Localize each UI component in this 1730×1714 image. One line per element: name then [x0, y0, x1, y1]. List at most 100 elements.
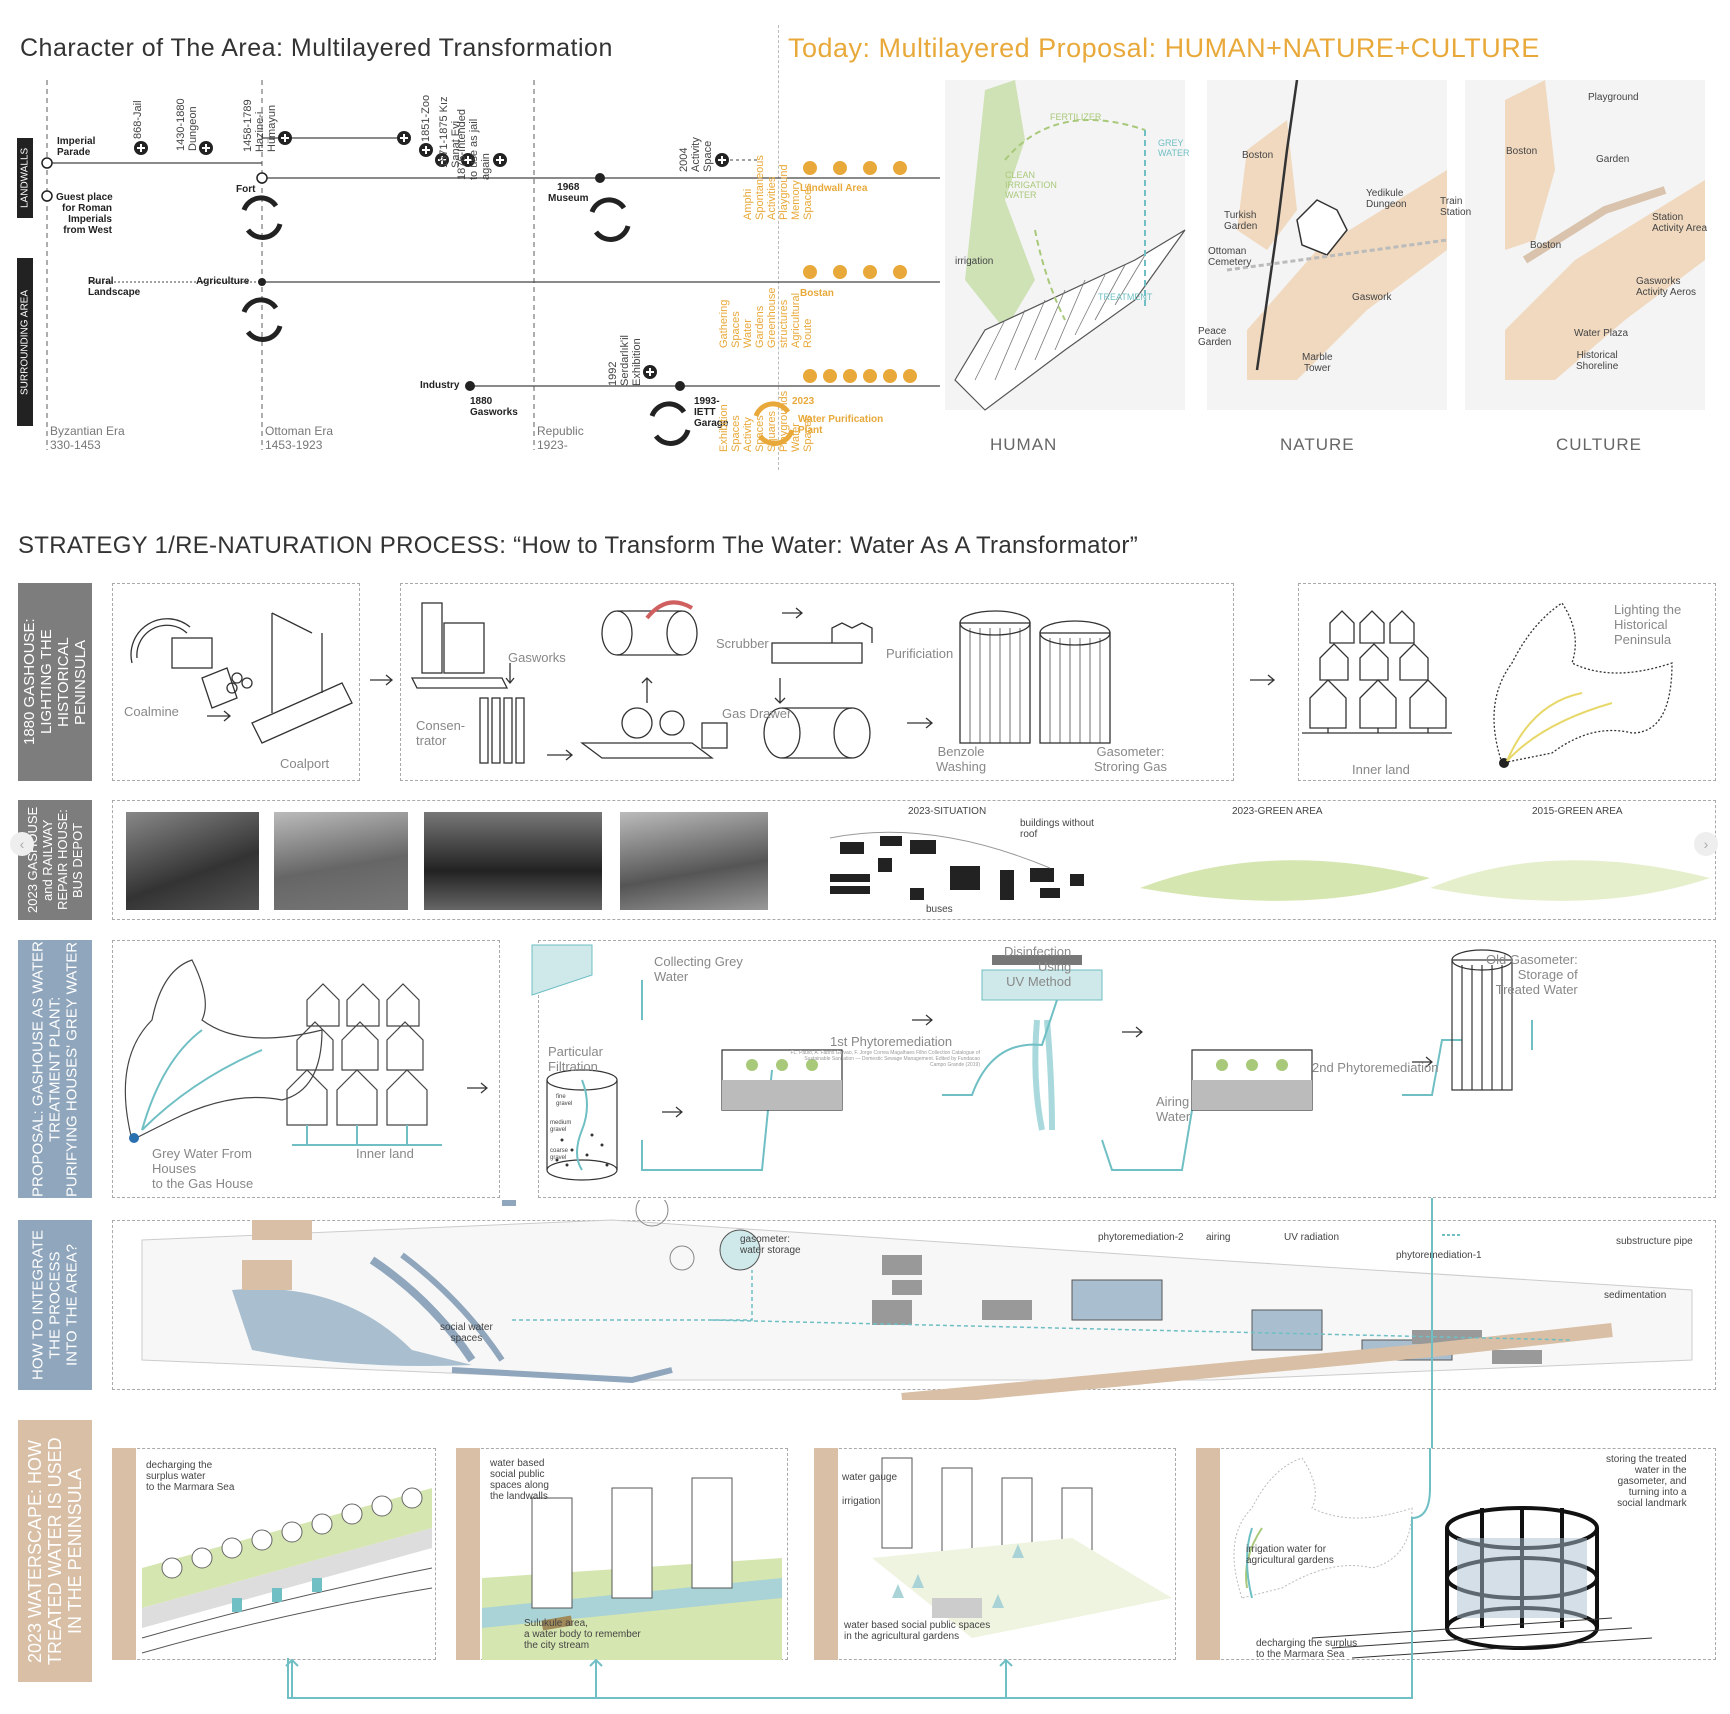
row2-plans [829, 831, 1710, 901]
culture-water-plaza: Water Plaza [1574, 328, 1629, 339]
r2-buses: buses [926, 904, 953, 915]
label-iett: 1993- IETT Garage [694, 396, 729, 429]
row4-panel [112, 1220, 1716, 1390]
label-industry: Industry [420, 380, 460, 391]
timeline-lines [41, 80, 940, 450]
human-clean-water: CLEAN IRRIGATION WATER [1005, 170, 1057, 200]
r3-credit: FL. Paulo, A. Fabris Galvao, F. Jorge Co… [790, 1050, 980, 1068]
r4-phyto-2: phytoremediation-2 [1098, 1232, 1184, 1243]
maps-svg [945, 80, 1705, 411]
row3-drawings [124, 944, 1533, 1181]
r3-old-gasometer: Old Gasometer: Storage of Treated Water [1486, 952, 1578, 997]
event-zoo: 1851-Zoo [420, 94, 432, 142]
culture-garden: Garden [1596, 154, 1630, 165]
strategy-title: STRATEGY 1/RE-NATURATION PROCESS: “How t… [18, 532, 1138, 559]
r4-gasometer: gasometer: water storage [740, 1234, 801, 1256]
event-jail: 868-Jail [132, 100, 144, 139]
row1-panel-c [1298, 583, 1716, 781]
row4-label: HOW TO INTEGRATE THE PROCESS INTO THE AR… [18, 1220, 92, 1390]
r5-storing: storing the treated water in the gasomet… [1606, 1454, 1687, 1509]
r1-benzole: Benzole Washing [936, 744, 987, 774]
culture-historical-shoreline: Historical Shoreline [1576, 350, 1619, 372]
r1-purification: Purificiation [886, 646, 954, 661]
human-grey-water: GREY WATER [1158, 138, 1190, 158]
r4-substructure: substructure pipe [1616, 1236, 1693, 1247]
r3-inner-land: Inner land [356, 1146, 414, 1161]
event-jail-again: 1876-Intended to use as jail again [456, 109, 492, 180]
carousel-next-icon[interactable]: › [1694, 832, 1718, 856]
label-imperial: Imperial Parade [57, 136, 96, 158]
row3-label: PROPOSAL: GASHOUSE AS WATER TREATMENT PL… [18, 940, 92, 1198]
event-dungeon: 1430-1880 Dungeon [175, 98, 199, 151]
row2-label: 2023 GASHOUSE and RAILWAY REPAIR HOUSE: … [18, 800, 92, 920]
proposal-landwall-label: Landwall Area [800, 183, 868, 194]
photo-1 [126, 812, 259, 910]
r5-irrigation: irrigation [842, 1496, 881, 1507]
r5-sulukule: Sulukule area, a water body to remember … [524, 1618, 641, 1651]
r3-layer-fine: fine gravel [556, 1094, 573, 1107]
nature-boston: Boston [1242, 150, 1274, 161]
r5-irrigation-water: irrigation water for agricultural garden… [1246, 1544, 1334, 1566]
photo-3 [424, 812, 602, 910]
row1-label: 1880 GASHOUSE: LIGHTING THE HISTORICAL P… [18, 583, 92, 781]
r5-decharging: decharging the surplus water to the Marm… [146, 1460, 235, 1493]
r5-agri-spaces: water based social public spaces in the … [844, 1620, 991, 1642]
row4-site-plan [141, 1200, 1693, 1400]
row1-panel-a [112, 583, 360, 781]
r2-without-roof: buildings without roof [1020, 818, 1094, 840]
human-irrigation: irrigation [955, 256, 994, 267]
label-museum: 1968 Museum [548, 182, 589, 204]
today-title: Today: Multilayered Proposal: HUMAN+NATU… [788, 33, 1540, 63]
r3-filtration: Particular Filtration [548, 1044, 603, 1074]
r5-decharging-surplus: decharging the surplus to the Marmara Se… [1256, 1638, 1358, 1660]
label-guest: Guest place for Roman Imperials from Wes… [56, 192, 113, 236]
nature-marble-tower: Marble Tower [1302, 352, 1333, 374]
map-title-human: HUMAN [990, 435, 1058, 454]
r2-green-2023: 2023-GREEN AREA [1232, 806, 1323, 817]
r3-layer-coarse: coarse gravel [550, 1148, 569, 1161]
r1-coalmine: Coalmine [124, 704, 179, 719]
character-title: Character of The Area: Multilayered Tran… [20, 34, 613, 62]
r4-airing: airing [1206, 1232, 1231, 1243]
r3-airing: Airing Water [1156, 1094, 1191, 1124]
r3-collecting: Collecting Grey Water [654, 954, 743, 984]
r5-landwalls: water based social public spaces along t… [490, 1458, 549, 1502]
nature-ottoman-cemetery: Ottoman Cemetery [1208, 246, 1252, 268]
r3-phyto-2: 2nd Phytoremediation [1312, 1060, 1439, 1075]
r4-phyto-1: phytoremediation-1 [1396, 1250, 1482, 1261]
culture-station-activity: Station Activity Area [1652, 212, 1708, 234]
carousel-prev-icon[interactable]: ‹ [10, 832, 34, 856]
row3-panel-b [538, 940, 1716, 1198]
proposal-bostan-label: Bostan [800, 288, 834, 299]
row2-panel [112, 800, 1716, 920]
r3-phyto-1: 1st Phytoremediation [830, 1034, 953, 1049]
nature-turkish-garden: Turkish Garden [1224, 210, 1258, 232]
r1-inner-land: Inner land [1352, 762, 1410, 777]
nature-train-station: Train Station [1440, 196, 1472, 218]
label-agriculture: Agriculture [196, 276, 250, 287]
label-fort: Fort [236, 184, 256, 195]
r1-gas-drawer: Gas Drawer [722, 706, 792, 721]
proposal-industry-items: Exhibition Spaces Activity Spaces Square… [718, 390, 814, 452]
event-exhibition: 1992 Serdarlık'il Exhibition [607, 334, 643, 386]
r1-consentrator: Consen- trator [416, 718, 466, 748]
row1-drawings [130, 600, 1673, 768]
map-title-nature: NATURE [1280, 435, 1355, 454]
row5-drawings [112, 1448, 1653, 1699]
event-activity-space: 2004 Activity Space [678, 137, 714, 172]
map-title-culture: CULTURE [1556, 435, 1643, 454]
r3-disinfection: Disinfection Using UV Method [1004, 944, 1072, 989]
culture-playground: Playground [1588, 92, 1639, 103]
row1-panel-b [400, 583, 1234, 781]
r1-gasometer: Gasometer: Stroring Gas [1094, 744, 1167, 774]
r3-layer-medium: medium gravel [550, 1120, 572, 1133]
label-plant-year: 2023 [792, 396, 815, 407]
photo-2 [274, 812, 408, 910]
r2-green-2015: 2015-GREEN AREA [1532, 806, 1623, 817]
r1-coalport: Coalport [280, 756, 330, 771]
nature-gaswork: Gaswork [1352, 292, 1392, 303]
row3-panel-a [112, 940, 500, 1198]
